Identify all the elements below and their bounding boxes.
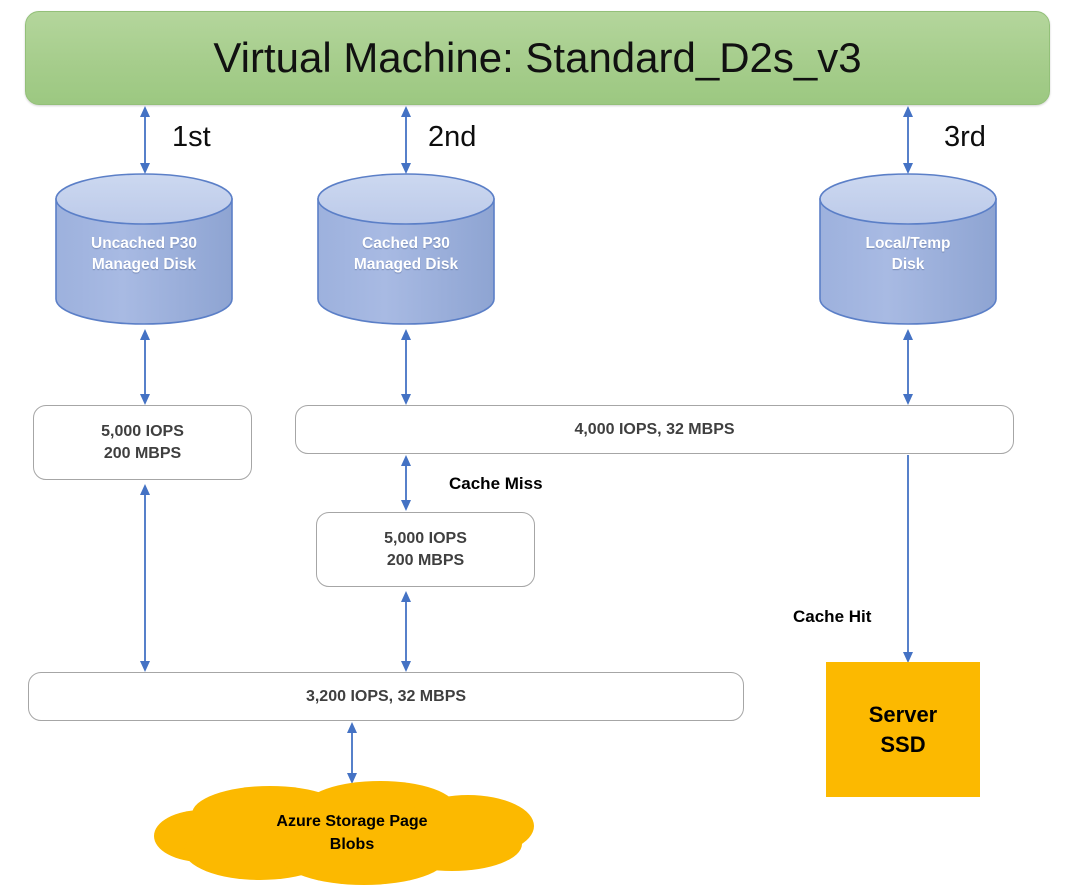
- azure-storage-cloud: Azure Storage Page Blobs: [152, 776, 552, 886]
- ordinal-label-3rd: 3rd: [944, 121, 986, 153]
- vm-cached-limit-text: 4,000 IOPS, 32 MBPS: [574, 420, 735, 438]
- cached-disk-limit-line1: 5,000 IOPS: [384, 529, 467, 547]
- cached-disk-limit-line2: 200 MBPS: [386, 551, 465, 569]
- arrow-local-disk-to-vm-cached-limit: [898, 329, 918, 405]
- cylinder-local-temp-disk: Local/Temp Disk: [819, 173, 997, 325]
- cylinder-uncached-p30-managed-disk: Uncached P30 Managed Disk: [55, 173, 233, 325]
- vm-header-box: Virtual Machine: Standard_D2s_v3: [25, 11, 1050, 105]
- arrow-vm-to-cached-disk: [396, 106, 416, 174]
- arrow-uncached-limit-to-vm-uncached-limit: [135, 484, 155, 672]
- ordinal-label-2nd: 2nd: [428, 121, 477, 153]
- metric-box-vm-cached-limit: 4,000 IOPS, 32 MBPS: [295, 405, 1014, 454]
- server-ssd-text: Server SSD: [869, 700, 938, 760]
- cache-hit-label: Cache Hit: [793, 607, 872, 626]
- cache-miss-label: Cache Miss: [449, 474, 543, 493]
- uncached-disk-limit-line1: 5,000 IOPS: [101, 422, 184, 440]
- arrow-vm-uncached-limit-to-storage: [342, 722, 362, 784]
- arrow-cache-hit: [898, 455, 918, 663]
- metric-box-uncached-disk-limit: 5,000 IOPS 200 MBPS: [33, 405, 252, 480]
- cylinder-cached-p30-managed-disk: Cached P30 Managed Disk: [317, 173, 495, 325]
- server-ssd-line2: SSD: [880, 731, 926, 757]
- vm-title-label: Virtual Machine: Standard_D2s_v3: [213, 34, 862, 81]
- arrow-cache-miss: [396, 455, 416, 511]
- arrow-cached-limit-to-vm-uncached-limit: [396, 591, 416, 672]
- server-ssd-box: Server SSD: [826, 662, 980, 797]
- ordinal-label-1st: 1st: [172, 121, 211, 153]
- arrow-vm-to-uncached-disk: [135, 106, 155, 174]
- server-ssd-line1: Server: [868, 701, 938, 727]
- metric-box-cached-disk-limit-text: 5,000 IOPS 200 MBPS: [384, 528, 467, 572]
- metric-box-cached-disk-limit: 5,000 IOPS 200 MBPS: [316, 512, 535, 587]
- vm-uncached-limit-text: 3,200 IOPS, 32 MBPS: [305, 687, 467, 705]
- arrow-vm-to-local-disk: [898, 106, 918, 174]
- arrow-uncached-disk-to-limit: [135, 329, 155, 405]
- metric-box-uncached-disk-limit-text: 5,000 IOPS 200 MBPS: [101, 421, 184, 465]
- metric-box-vm-uncached-limit: 3,200 IOPS, 32 MBPS: [28, 672, 744, 721]
- uncached-disk-limit-line2: 200 MBPS: [103, 444, 182, 462]
- arrow-cached-disk-to-vm-cached-limit: [396, 329, 416, 405]
